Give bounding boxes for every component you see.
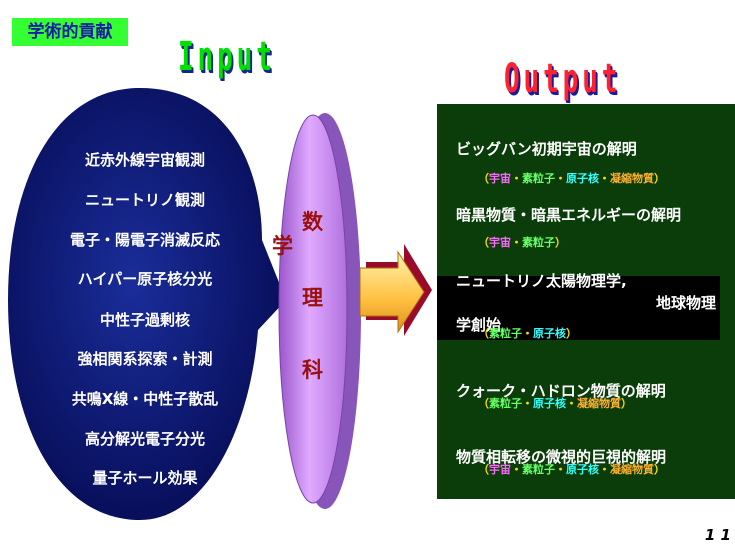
input-item-9: 量子ホール効果 xyxy=(92,469,198,487)
output-item-3-line-1: ニュートリノ太陽物理学, xyxy=(456,272,627,290)
output-tags-3: （素粒子・原子核） xyxy=(478,327,577,340)
input-item-1: 近赤外線宇宙観測 xyxy=(84,151,205,169)
output-item-3-line-2: 地球物理 xyxy=(656,294,717,312)
input-item-2: ニュートリノ観測 xyxy=(84,191,205,209)
disc-char-2: 理 xyxy=(302,286,323,310)
output-item-4: クォーク・ハドロン物質の解明 xyxy=(456,382,666,400)
slide-title: 学術的貢献 xyxy=(12,18,128,46)
output-tags-2: （宇宙・素粒子） xyxy=(478,236,566,249)
output-tags-5: （宇宙・素粒子・原子核・凝縮物質） xyxy=(478,463,665,476)
output-item-3-line-3: 学創始 xyxy=(456,316,502,334)
input-item-8: 高分解光電子分光 xyxy=(84,430,205,448)
input-item-3: 電子・陽電子消滅反応 xyxy=(69,231,220,249)
output-tags-4: （素粒子・原子核・凝縮物質） xyxy=(478,397,632,410)
output-tags-1: （宇宙・素粒子・原子核・凝縮物質） xyxy=(478,172,665,185)
input-heading: Input xyxy=(178,34,276,80)
output-item-5: 物質相転移の微視的巨視的解明 xyxy=(456,448,667,466)
output-heading: Output xyxy=(504,56,622,102)
input-item-5: 中性子過剰核 xyxy=(99,311,190,329)
disc-face xyxy=(278,114,348,504)
input-item-4: ハイパー原子核分光 xyxy=(77,270,213,288)
disc-char-gaku: 学 xyxy=(272,234,293,258)
output-item-1: ビッグバン初期宇宙の解明 xyxy=(456,140,637,158)
input-item-7: 共鳴X線・中性子散乱 xyxy=(71,390,219,408)
disc-char-3: 科 xyxy=(302,358,323,382)
output-highlight-band xyxy=(437,276,720,340)
output-item-2: 暗黒物質・暗黒エネルギーの解明 xyxy=(456,206,682,224)
input-bubble-shape xyxy=(8,88,286,520)
arrow-right-icon xyxy=(359,250,425,334)
disc-char-1: 数 xyxy=(302,210,323,234)
input-item-6: 強相関系探索・計測 xyxy=(77,350,213,368)
page-number: 1 1 xyxy=(704,526,731,544)
